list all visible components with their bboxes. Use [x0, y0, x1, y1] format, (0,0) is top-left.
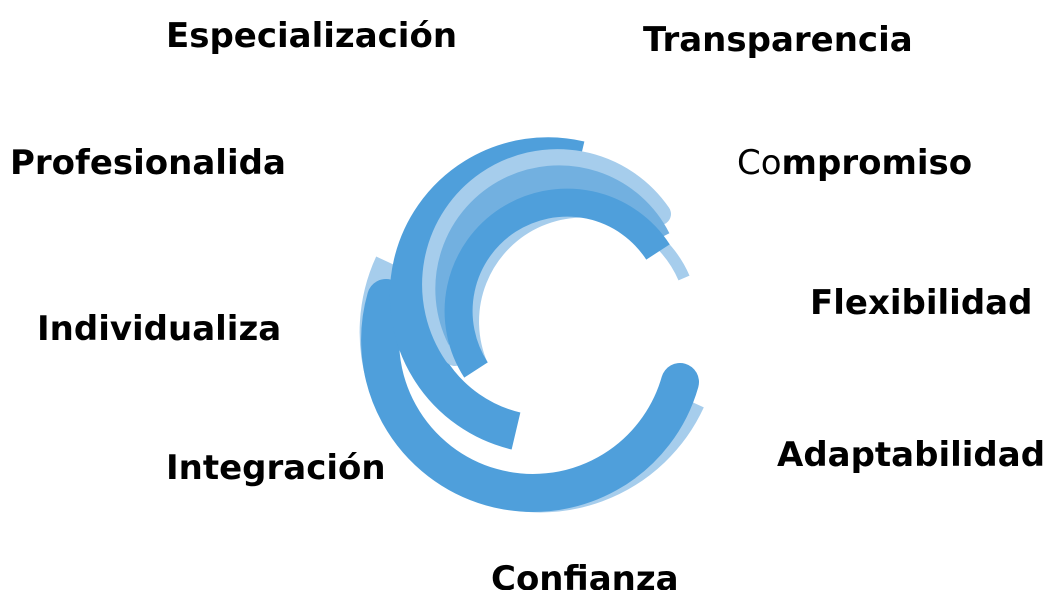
label-flexibilidad: Flexibilidad — [810, 283, 1033, 323]
label-individualiza: Individualiza — [37, 309, 282, 349]
inner-dark-arc — [444, 188, 670, 378]
label-transparencia: Transparencia — [643, 20, 913, 60]
label-adaptabilidad: Adaptabilidad — [777, 435, 1045, 475]
label-profesionalidad: Profesionalida — [10, 143, 286, 183]
label-compromiso-prefix: Co — [737, 143, 782, 183]
label-especializacion: Especialización — [166, 16, 458, 56]
label-integracion: Integración — [166, 448, 386, 488]
mid-light-arc — [422, 149, 671, 366]
outer-dark-arc — [361, 279, 699, 512]
label-compromiso: Compromiso — [737, 146, 972, 180]
label-confianza: Confianza — [491, 559, 679, 590]
label-compromiso-rest: mpromiso — [781, 143, 973, 183]
